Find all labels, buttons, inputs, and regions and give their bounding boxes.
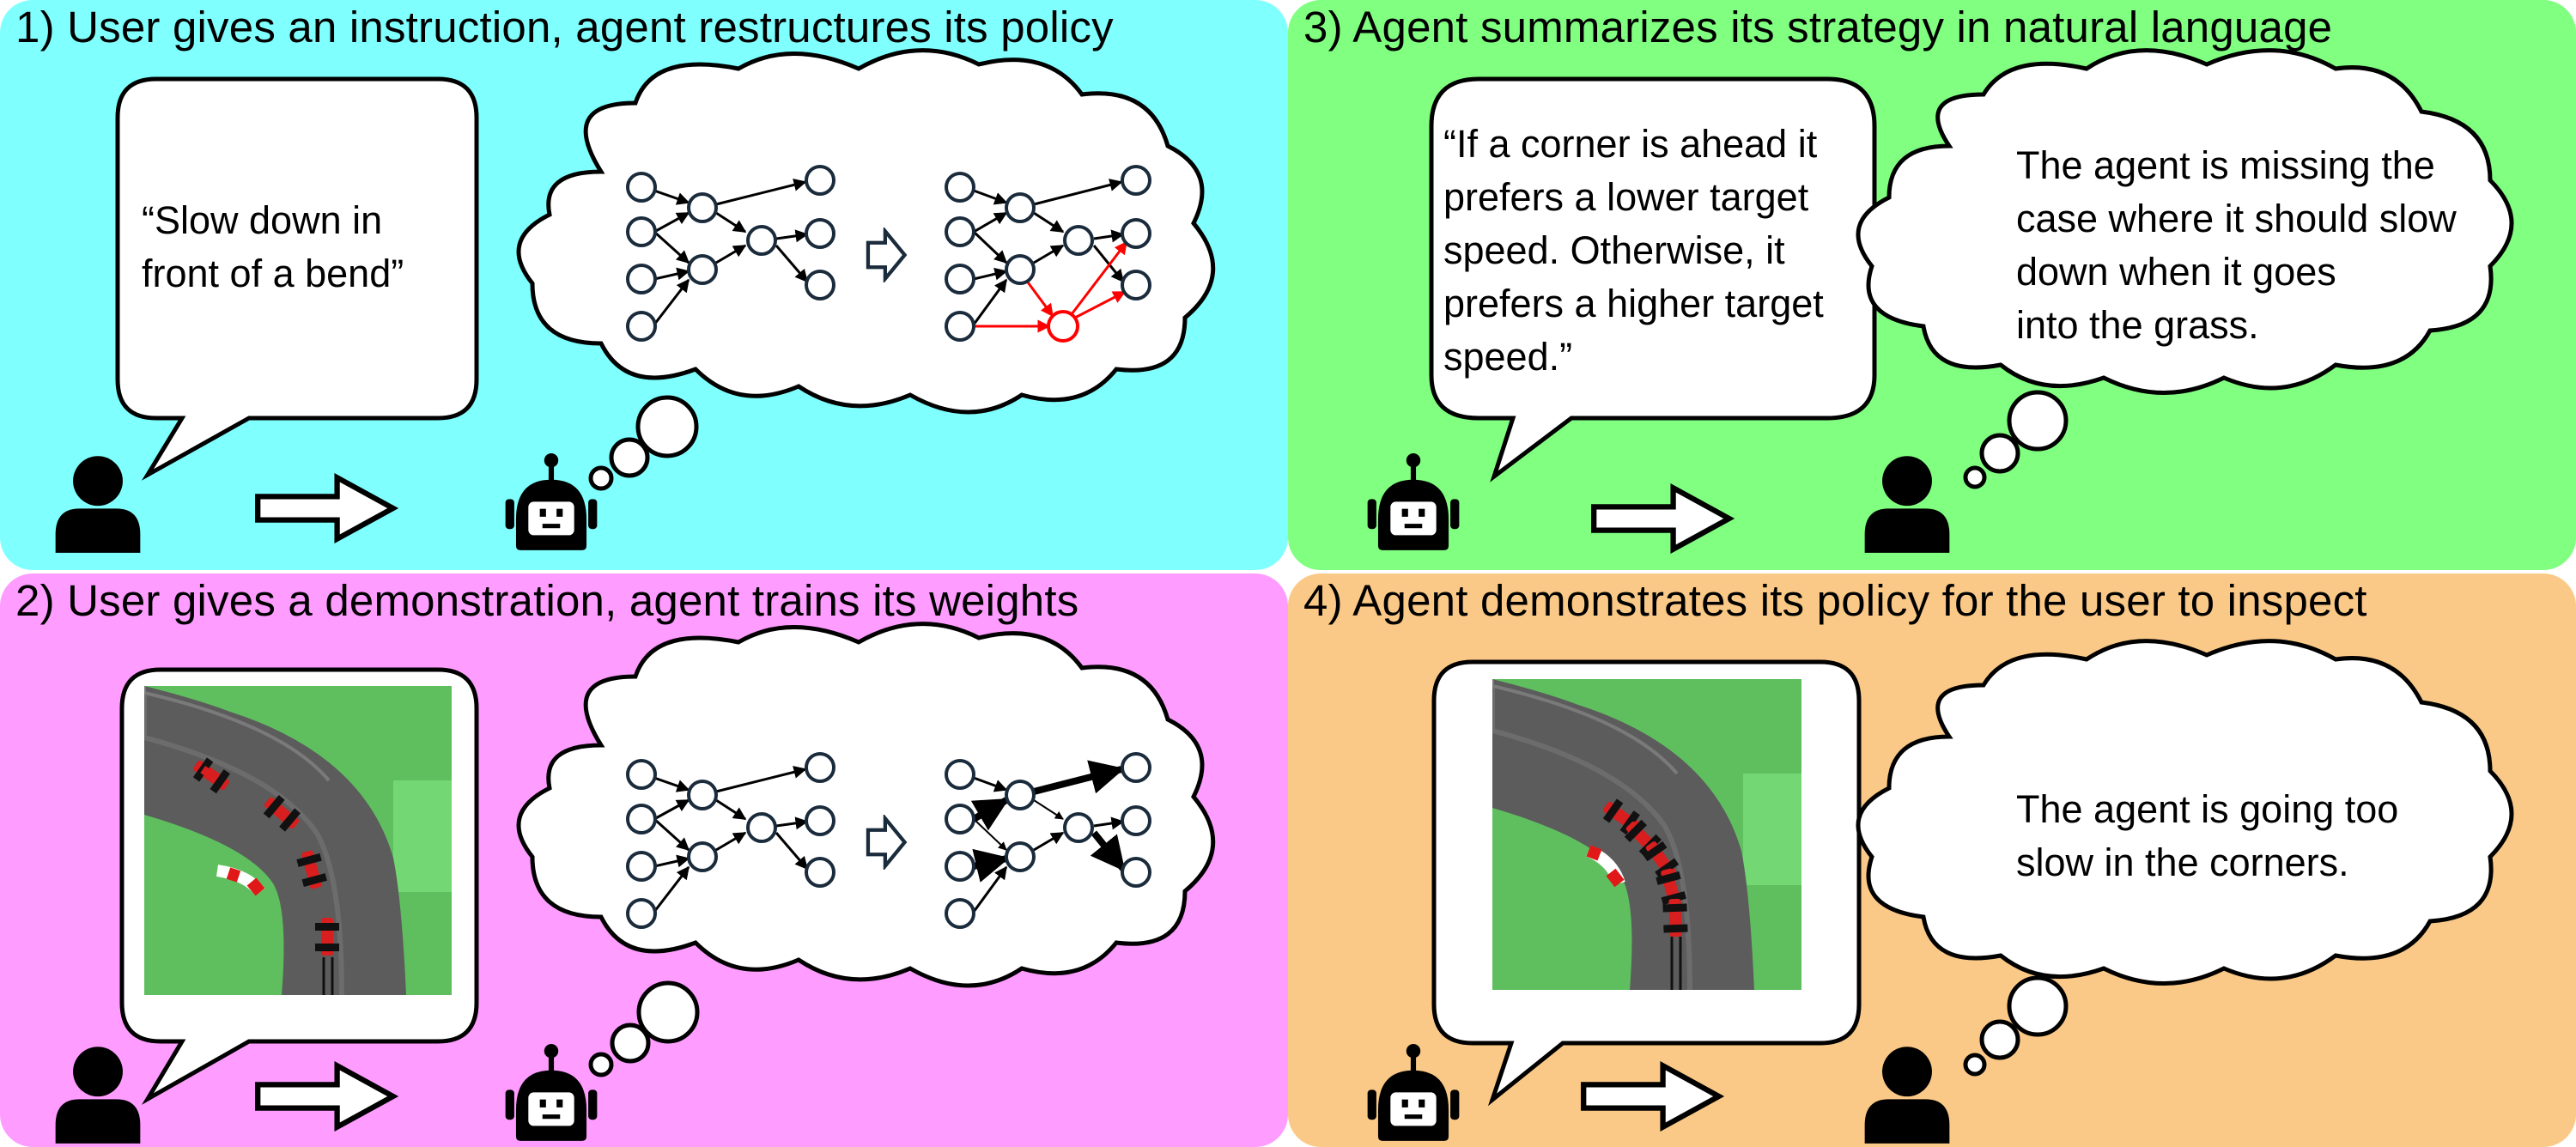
race-track-icon — [1492, 679, 1801, 990]
panel-demonstration: 2) User gives a demonstration, agent tra… — [0, 574, 1288, 1147]
thought-text: The agent is missing the case where it s… — [2016, 143, 2457, 347]
speech-text: “If a corner is ahead it prefers a lower… — [1443, 122, 1824, 379]
robot-icon — [498, 1044, 605, 1145]
robot-icon — [498, 453, 605, 555]
panel-instruction: 1) User gives an instruction, agent rest… — [0, 0, 1288, 570]
panel-title: 4) Agent demonstrates its policy for the… — [1303, 576, 2367, 625]
speech-text: “Slow down in front of a bend” — [142, 198, 404, 295]
thought-text: The agent is going too slow in the corne… — [2016, 787, 2399, 884]
thought-cloud-icon — [1856, 639, 2514, 1077]
user-icon — [1864, 1047, 1950, 1144]
arrow-right-icon — [254, 1060, 398, 1132]
neural-network-icon — [626, 165, 1288, 342]
user-icon — [1864, 456, 1950, 553]
thought-cloud-icon — [516, 622, 1216, 1077]
race-track-icon — [144, 686, 452, 995]
user-icon — [55, 1047, 141, 1144]
robot-icon — [1360, 1044, 1467, 1145]
neural-network-icon — [945, 752, 1151, 929]
neural-network-icon — [945, 165, 1151, 343]
arrow-right-icon — [254, 472, 398, 544]
robot-icon — [1360, 453, 1467, 555]
speech-bubble-icon — [1429, 76, 1877, 482]
user-icon — [55, 456, 141, 553]
race-car-icon — [192, 757, 339, 995]
arrow-right-icon — [1590, 482, 1735, 555]
panel-summary: 3) Agent summarizes its strategy in natu… — [1288, 0, 2576, 570]
panel-title: 2) User gives a demonstration, agent tra… — [15, 576, 1079, 625]
thought-cloud-icon — [1856, 48, 2514, 489]
panel-title: 1) User gives an instruction, agent rest… — [15, 3, 1114, 52]
race-car-icon — [1602, 798, 1688, 990]
panel-title: 3) Agent summarizes its strategy in natu… — [1303, 3, 2333, 52]
neural-network-icon — [626, 752, 1288, 929]
speech-bubble-icon — [115, 76, 479, 481]
arrow-right-icon — [1580, 1060, 1724, 1132]
panel-policy-demo: 4) Agent demonstrates its policy for the… — [1288, 574, 2576, 1147]
